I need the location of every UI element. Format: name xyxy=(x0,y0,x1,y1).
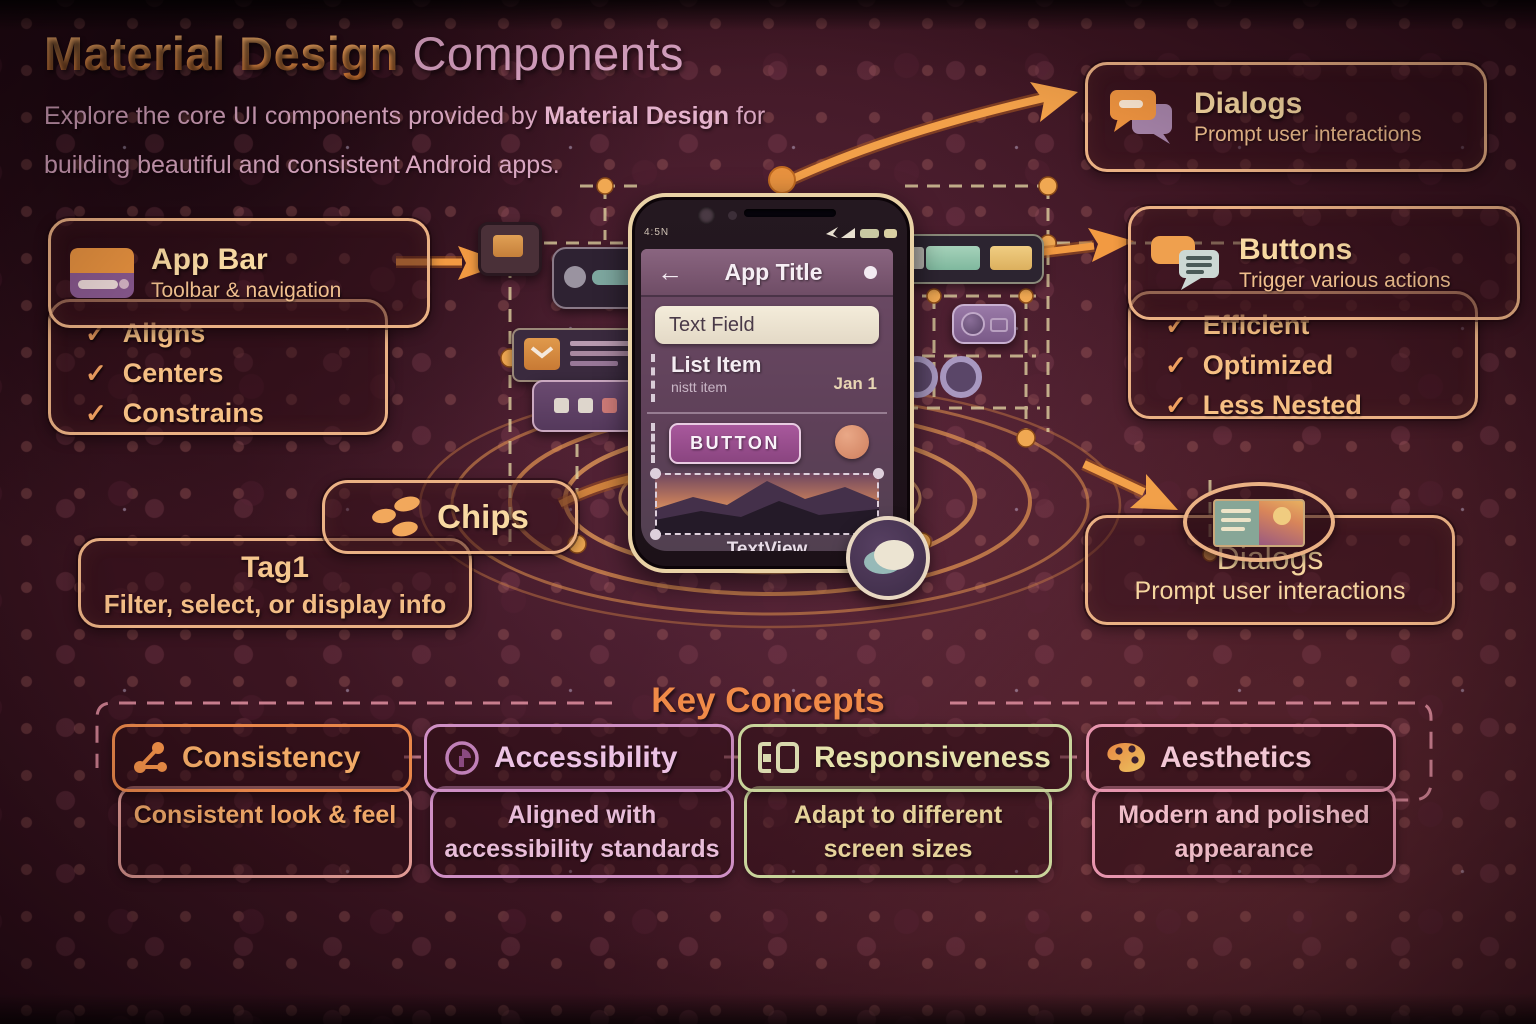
text-field-value: Text Field xyxy=(669,313,755,336)
accent-circle[interactable] xyxy=(835,425,869,459)
dialog-card-icon xyxy=(1213,499,1305,547)
check-icon: ✓ xyxy=(85,358,107,388)
checklist-label: Optimized xyxy=(1202,350,1334,380)
selection-outline xyxy=(655,473,879,535)
list-item-meta: Jan 1 xyxy=(833,374,877,393)
checklist-item: ✓ Centers xyxy=(85,358,375,389)
phone-screen: ← App Title Text Field List Item nistt i… xyxy=(641,249,893,551)
concept-accessibility-desc: Aligned with accessibility standards xyxy=(430,786,734,878)
concept-description: Aligned with accessibility standards xyxy=(444,801,720,863)
phone-app-bar: ← App Title xyxy=(641,249,893,297)
callout-title: Buttons xyxy=(1239,233,1353,266)
concept-accessibility: Accessibility xyxy=(424,724,734,792)
camera-icon xyxy=(698,207,715,224)
callout-subtitle: Trigger various actions xyxy=(1239,269,1451,292)
key-concepts-title: Key Concepts xyxy=(651,681,885,720)
concept-consistency: Consistency xyxy=(112,724,412,792)
page-title-secondary: Components xyxy=(398,27,684,80)
button-bubble-icon xyxy=(1151,236,1219,290)
check-icon: ✓ xyxy=(1165,350,1187,380)
accessibility-icon xyxy=(445,741,479,775)
status-icons xyxy=(826,226,897,238)
subtitle-text: Explore the core UI components provided … xyxy=(44,102,545,130)
check-icon: ✓ xyxy=(85,398,107,428)
concept-title: Aesthetics xyxy=(1160,741,1312,774)
callout-subtitle: Prompt user interactions xyxy=(1134,577,1406,605)
concept-aesthetics-desc: Modern and polished appearance xyxy=(1092,786,1396,878)
checklist-label: Less Nested xyxy=(1202,390,1362,420)
material-button[interactable]: BUTTON xyxy=(669,423,801,464)
checklist-item: ✓ Optimized xyxy=(1165,350,1465,381)
callout-title: App Bar xyxy=(151,243,268,276)
app-bar-icon xyxy=(70,248,134,298)
list-item-row[interactable]: List Item nistt item Jan 1 xyxy=(651,352,883,404)
divider xyxy=(647,412,887,414)
callout-buttons: Buttons Trigger various actions xyxy=(1128,206,1520,320)
callout-dialogs-top: Dialogs Prompt user interactions xyxy=(1085,62,1487,172)
concept-title: Accessibility xyxy=(494,741,678,774)
concept-description: Adapt to different screen sizes xyxy=(793,801,1003,863)
status-time: 4:5N xyxy=(644,226,670,238)
checklist-item: ✓ Less Nested xyxy=(1165,390,1465,421)
fab-glyph xyxy=(874,540,914,570)
check-icon: ✓ xyxy=(1165,390,1187,420)
callout-title: Dialogs xyxy=(1194,87,1303,120)
chat-bubbles-icon xyxy=(1110,90,1172,144)
text-field[interactable]: Text Field xyxy=(655,306,879,344)
chevron-down-icon xyxy=(530,346,554,359)
chip-tag-label: Tag1 xyxy=(241,551,309,584)
subtitle-bold: Material Design xyxy=(544,102,730,130)
page-title-primary: Material Design xyxy=(44,27,399,80)
guide-dashes xyxy=(651,354,655,402)
concept-consistency-desc: Consistent look & feel xyxy=(118,786,412,878)
dialog-card-badge xyxy=(1183,482,1335,562)
concept-description: Consistent look & feel xyxy=(133,801,397,829)
concept-responsiveness-desc: Adapt to different screen sizes xyxy=(744,786,1052,878)
callout-title: Chips xyxy=(437,498,529,535)
button-row: BUTTON xyxy=(651,421,883,465)
page-subtitle: Explore the core UI components provided … xyxy=(44,92,804,190)
checklist-item: ✓ Constrains xyxy=(85,398,375,429)
concept-title: Responsiveness xyxy=(814,741,1051,774)
palette-icon xyxy=(1107,743,1145,772)
callout-subtitle: Toolbar & navigation xyxy=(151,279,342,302)
checklist-label: Centers xyxy=(122,358,224,388)
menu-dot-icon[interactable] xyxy=(864,265,877,279)
devices-icon xyxy=(758,742,799,773)
guide-dashes xyxy=(651,423,655,463)
callout-chips-header: Chips xyxy=(322,480,578,554)
back-arrow-icon[interactable]: ← xyxy=(657,257,683,287)
selection-handle[interactable] xyxy=(650,468,661,479)
speaker-slot xyxy=(744,209,836,217)
segmented-card xyxy=(898,234,1044,284)
selection-handle[interactable] xyxy=(873,468,884,479)
image-view xyxy=(650,468,884,540)
callout-app-bar: App Bar Toolbar & navigation xyxy=(48,218,430,328)
list-item-subtitle: nistt item xyxy=(671,379,728,395)
toggle-card xyxy=(952,304,1016,344)
frame-icon xyxy=(478,222,542,276)
molecule-icon xyxy=(134,742,167,773)
phone-app-title: App Title xyxy=(724,258,823,285)
concept-description: Modern and polished appearance xyxy=(1118,801,1370,863)
checklist-label: Constrains xyxy=(122,398,264,428)
callout-subtitle: Filter, select, or display info xyxy=(103,589,447,619)
sensor-icon xyxy=(728,211,737,220)
callout-subtitle: Prompt user interactions xyxy=(1194,123,1422,146)
phone-mockup: 4:5N ← App Title Text Field List Item ni… xyxy=(628,193,914,573)
concept-title: Consistency xyxy=(182,741,361,774)
status-bar: 4:5N xyxy=(644,224,898,240)
page-title: Material Design Components xyxy=(44,26,684,81)
concept-responsiveness: Responsiveness xyxy=(738,724,1072,792)
list-item-title: List Item xyxy=(671,352,762,377)
chips-icon xyxy=(372,496,420,537)
fab-button[interactable] xyxy=(846,516,930,600)
concept-aesthetics: Aesthetics xyxy=(1086,724,1396,792)
